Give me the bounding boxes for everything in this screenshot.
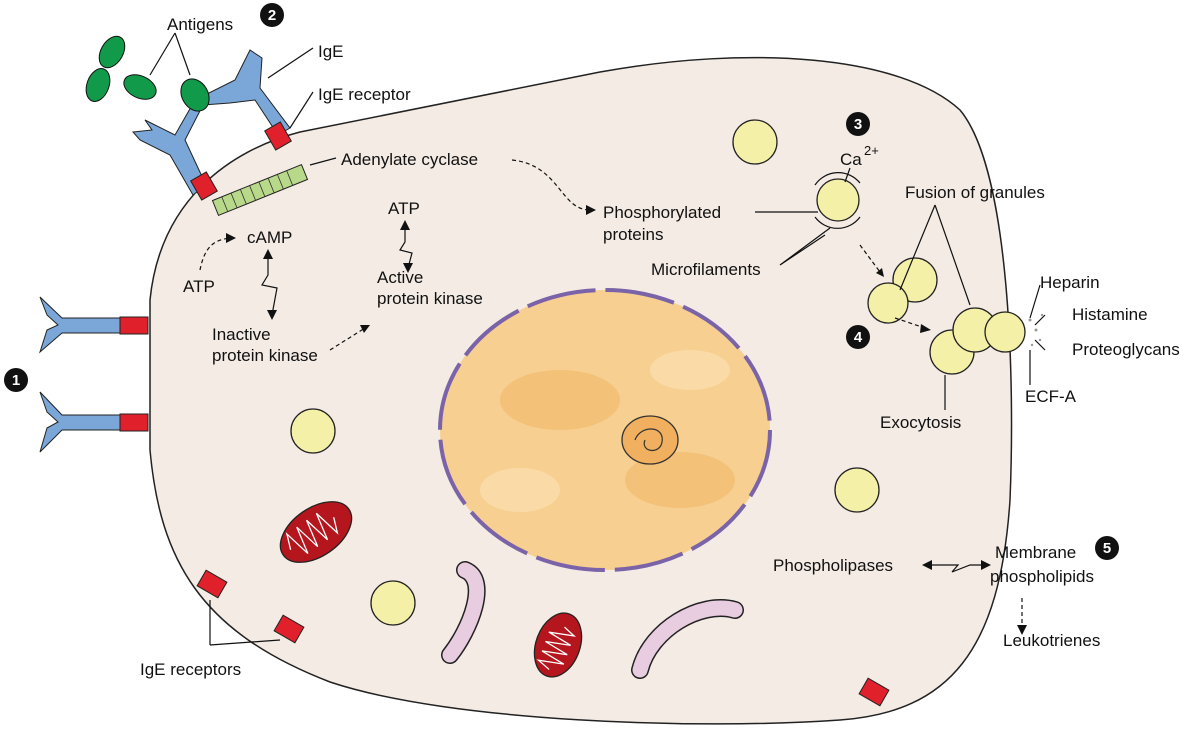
released-mediators bbox=[1028, 313, 1044, 347]
label-calcium-charge: 2+ bbox=[864, 143, 879, 158]
svg-text:3: 3 bbox=[854, 116, 862, 133]
step-badge-5: 5 bbox=[1095, 536, 1119, 560]
step-badge-3: 3 bbox=[846, 112, 870, 136]
ige-receptor-unbound bbox=[39, 391, 149, 453]
label-ige-receptors: IgE receptors bbox=[140, 660, 241, 679]
label-atp: ATP bbox=[183, 277, 215, 296]
ige-receptor bbox=[196, 569, 228, 599]
label-ige: IgE bbox=[318, 42, 344, 61]
label-camp: cAMP bbox=[247, 228, 292, 247]
label-microfilaments: Microfilaments bbox=[651, 260, 761, 279]
step-badge-4: 4 bbox=[846, 325, 870, 349]
label-exocytosis: Exocytosis bbox=[880, 413, 961, 432]
label-adenylate-cyclase: Adenylate cyclase bbox=[341, 150, 478, 169]
label-inactive-pk: Inactive bbox=[212, 325, 271, 344]
step-badge-2: 2 bbox=[260, 3, 284, 27]
label-membrane-phospholipids: Membrane bbox=[995, 543, 1076, 562]
label-phospholipases: Phospholipases bbox=[773, 556, 893, 575]
label-phosphorylated-proteins: proteins bbox=[603, 225, 663, 244]
nucleus bbox=[438, 288, 772, 572]
leader-lines bbox=[149, 32, 1046, 646]
label-proteoglycans: Proteoglycans bbox=[1072, 340, 1180, 359]
svg-text:1: 1 bbox=[12, 372, 20, 389]
label-leukotrienes: Leukotrienes bbox=[1003, 631, 1100, 650]
label-antigens: Antigens bbox=[167, 15, 233, 34]
label-histamine: Histamine bbox=[1072, 305, 1148, 324]
label-heparin: Heparin bbox=[1040, 273, 1100, 292]
label-calcium: Ca bbox=[840, 150, 862, 169]
label-membrane-phospholipids: phospholipids bbox=[990, 567, 1094, 586]
label-inactive-pk: protein kinase bbox=[212, 346, 318, 365]
mitochondrion bbox=[533, 612, 583, 678]
label-active-pk: Active bbox=[377, 268, 423, 287]
svg-text:5: 5 bbox=[1103, 540, 1111, 557]
label-atp: ATP bbox=[388, 199, 420, 218]
label-phosphorylated-proteins: Phosphorylated bbox=[603, 203, 721, 222]
step-badge-1: 1 bbox=[4, 368, 28, 392]
nucleolus bbox=[621, 415, 679, 465]
granules bbox=[290, 119, 1026, 626]
label-ige-receptor: IgE receptor bbox=[318, 85, 411, 104]
ige-receptor-unbound bbox=[38, 296, 149, 354]
ige-receptor bbox=[858, 677, 890, 707]
ige-antibody-crosslinked bbox=[85, 35, 292, 201]
adenylate-cyclase bbox=[211, 163, 309, 217]
label-fusion: Fusion of granules bbox=[905, 183, 1045, 202]
svg-text:4: 4 bbox=[854, 329, 863, 346]
svg-text:2: 2 bbox=[268, 7, 276, 24]
mitochondrion bbox=[279, 501, 353, 563]
label-active-pk: protein kinase bbox=[377, 289, 483, 308]
ige-receptor bbox=[273, 614, 305, 644]
label-ecfa: ECF-A bbox=[1025, 387, 1077, 406]
